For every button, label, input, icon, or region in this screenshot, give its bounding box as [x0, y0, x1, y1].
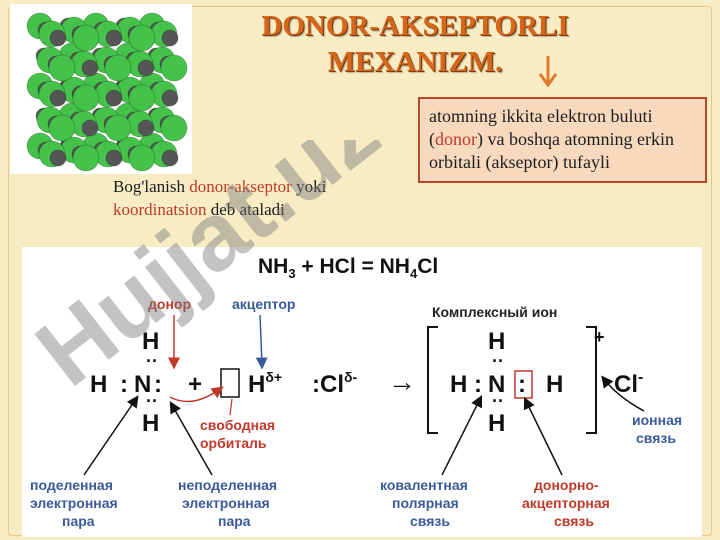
- left-n-left-colon: :: [120, 371, 128, 398]
- label-donor-acceptor-line1: донорно-: [534, 477, 599, 493]
- label-acceptor: акцептор: [232, 296, 295, 312]
- right-h-top-bond-dots: ··: [492, 351, 504, 371]
- down-arrow-icon: [538, 56, 558, 88]
- sodium-sphere: [161, 29, 179, 47]
- right-bracket: [586, 326, 597, 434]
- title-line-1: DONOR-AKSEPTORLI: [261, 10, 569, 42]
- left-h-top: H: [142, 328, 159, 355]
- title-line-2: MEXANIZM.: [210, 44, 620, 80]
- complex-charge-plus: +: [594, 327, 605, 347]
- chlorine-sphere: [72, 144, 100, 172]
- sodium-sphere: [137, 119, 155, 137]
- left-plus: +: [188, 371, 202, 398]
- chlorine-sphere: [104, 114, 132, 142]
- chlorine-sphere: [48, 54, 76, 82]
- sodium-sphere: [49, 149, 67, 167]
- hydrogen-delta: Hδ+: [248, 369, 282, 398]
- caption-text-1: Bog'lanish: [113, 177, 190, 196]
- acceptor-arrow: [255, 314, 268, 370]
- label-donor-acceptor-line2: акцепторная: [522, 495, 610, 511]
- title-dot: .: [495, 46, 503, 78]
- crystal-lattice-image: [10, 4, 192, 174]
- chlorine-sphere: [104, 54, 132, 82]
- label-ionic-line2: связь: [636, 430, 676, 446]
- right-h-bottom: H: [488, 410, 505, 437]
- reaction-diagram-panel: NH3 + HCl = NH4Cl донор акцептор Комплек…: [22, 247, 702, 537]
- free-orbital-pointer: [229, 398, 233, 416]
- label-ionic-line1: ионная: [632, 412, 682, 428]
- left-h-bottom: H: [142, 410, 159, 437]
- right-h-right: H: [546, 371, 563, 398]
- covalent-pointer: [441, 394, 483, 476]
- reaction-equation: NH3 + HCl = NH4Cl: [258, 255, 438, 281]
- label-shared-pair-line3: пара: [62, 513, 95, 529]
- note-text-2: ) va boshqa atomning erkin orbitali (aks…: [429, 129, 674, 172]
- left-h-top-bond-dots: ··: [146, 351, 158, 371]
- donor-acceptor-bond-box: [514, 370, 533, 399]
- chlorine-sphere: [160, 114, 188, 142]
- chlorine-sphere: [128, 84, 156, 112]
- reaction-diagram: NH3 + HCl = NH4Cl донор акцептор Комплек…: [30, 255, 682, 529]
- title-line-2-text: MEXANIZM: [327, 46, 496, 78]
- caption-text-2: yoki: [291, 177, 327, 196]
- left-h-left: H: [90, 371, 107, 398]
- label-shared-pair-line1: поделенная: [30, 477, 113, 493]
- right-h-left: H: [450, 371, 467, 398]
- chlorine-sphere: [160, 54, 188, 82]
- sodium-sphere: [105, 149, 123, 167]
- right-n-left-colon: :: [474, 371, 482, 398]
- lone-pair-pointer: [169, 401, 213, 476]
- sodium-sphere: [161, 149, 179, 167]
- right-h-bottom-bond-dots: ··: [492, 391, 504, 411]
- label-covalent-line1: ковалентная: [380, 477, 468, 493]
- caption-text-3: deb ataladi: [206, 200, 285, 219]
- note-donor-word: donor: [435, 129, 477, 149]
- bond-caption: Bog'lanish donor-akseptor yoki koordinat…: [113, 175, 383, 221]
- label-shared-pair-line2: электронная: [30, 495, 118, 511]
- chlorine-sphere: [72, 24, 100, 52]
- right-nitrogen: N: [488, 371, 505, 398]
- label-covalent-line3: связь: [410, 513, 450, 529]
- sodium-sphere: [137, 59, 155, 77]
- left-nitrogen: N: [134, 371, 151, 398]
- ionic-pointer: [601, 375, 645, 412]
- label-free-orbital-line1: свободная: [200, 417, 275, 433]
- label-lone-pair-line3: пара: [218, 513, 251, 529]
- chlorine-sphere: [128, 24, 156, 52]
- pair-transfer-arrow: [169, 386, 224, 403]
- left-bracket: [427, 326, 438, 434]
- sodium-sphere: [81, 119, 99, 137]
- donor-acceptor-pointer: [523, 396, 563, 476]
- chlorine-delta: :Clδ-: [312, 369, 357, 398]
- label-free-orbital-line2: орбиталь: [200, 435, 267, 451]
- sodium-sphere: [49, 29, 67, 47]
- caption-donor-akseptor: donor-akseptor: [189, 177, 292, 196]
- label-lone-pair-line1: неподеленная: [178, 477, 277, 493]
- note-text-1: atomning ikkita elektron buluti (: [429, 106, 653, 149]
- left-n-right-colon: :: [154, 371, 162, 398]
- reaction-arrow: →: [388, 366, 416, 397]
- sodium-sphere: [161, 89, 179, 107]
- label-covalent-line2: полярная: [392, 495, 459, 511]
- sodium-sphere: [105, 29, 123, 47]
- right-h-top: H: [488, 328, 505, 355]
- label-donor: донор: [148, 296, 191, 312]
- shared-pair-pointer: [83, 395, 139, 476]
- sodium-sphere: [49, 89, 67, 107]
- label-complex-ion: Комплексный ион: [432, 304, 557, 320]
- chlorine-sphere: [128, 144, 156, 172]
- sodium-sphere: [105, 89, 123, 107]
- free-orbital-box: [220, 368, 240, 398]
- definition-note-box: atomning ikkita elektron buluti (donor) …: [418, 97, 707, 183]
- chlorine-sphere: [72, 84, 100, 112]
- label-lone-pair-line2: электронная: [182, 495, 270, 511]
- chlorine-sphere: [48, 114, 76, 142]
- sodium-sphere: [81, 59, 99, 77]
- caption-koordinatsion: koordinatsion: [113, 200, 207, 219]
- left-h-bottom-bond-dots: ··: [146, 391, 158, 411]
- slide-title: DONOR-AKSEPTORLI MEXANIZM.: [210, 8, 620, 80]
- right-n-right-colon: :: [518, 371, 526, 398]
- label-donor-acceptor-line3: связь: [554, 513, 594, 529]
